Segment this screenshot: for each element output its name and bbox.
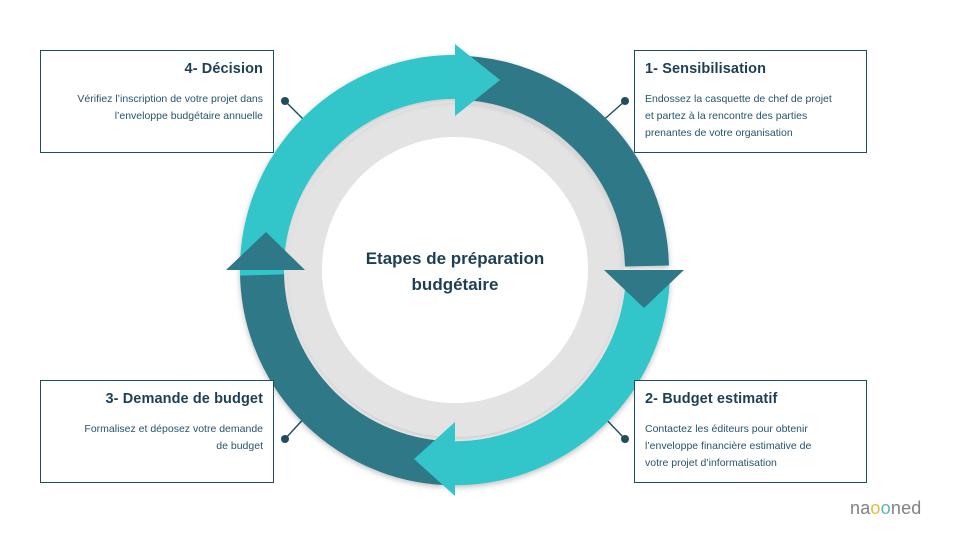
step-1-box: 1- Sensibilisation Endossez la casquette… (634, 50, 867, 153)
step-1-title: 1- Sensibilisation (645, 61, 767, 77)
connector-dot-2 (621, 435, 629, 443)
arrow-head-left (226, 232, 305, 270)
center-title-line2: budgétaire (411, 275, 499, 294)
step-2-box: 2- Budget estimatif Contactez les éditeu… (634, 380, 867, 483)
cycle-arrows (239, 54, 670, 486)
center-disc (322, 137, 588, 403)
connector-dot-4 (281, 97, 289, 105)
arc-top-left (239, 54, 463, 276)
arc-top-right (464, 56, 669, 267)
step-3-description: Formalisez et déposez votre demande de b… (84, 423, 263, 452)
connector-dot-1 (621, 97, 629, 105)
naoned-logo: naooned (850, 498, 922, 518)
arrow-head-top (455, 44, 500, 116)
step-2-description: Contactez les éditeurs pour obtenir l’en… (645, 423, 812, 469)
connector-dot-3 (281, 435, 289, 443)
step-4-box: 4- Décision Vérifiez l’inscription de vo… (40, 50, 274, 153)
step-1-description: Endossez la casquette de chef de projet … (645, 93, 832, 139)
arrow-head-bottom (414, 422, 455, 496)
step-3-box: 3- Demande de budget Formalisez et dépos… (40, 380, 274, 483)
step-2-title: 2- Budget estimatif (645, 391, 778, 407)
step-4-description: Vérifiez l’inscription de votre projet d… (77, 93, 263, 122)
arc-bottom-left (239, 267, 446, 485)
center-title-line1: Etapes de préparation (365, 249, 545, 268)
step-3-title: 3- Demande de budget (105, 391, 263, 407)
step-4-title: 4- Décision (184, 61, 263, 77)
arc-bottom-right (444, 271, 670, 486)
arrow-head-right (604, 270, 684, 308)
center-title: Etapes de préparation budgétaire (330, 246, 580, 298)
